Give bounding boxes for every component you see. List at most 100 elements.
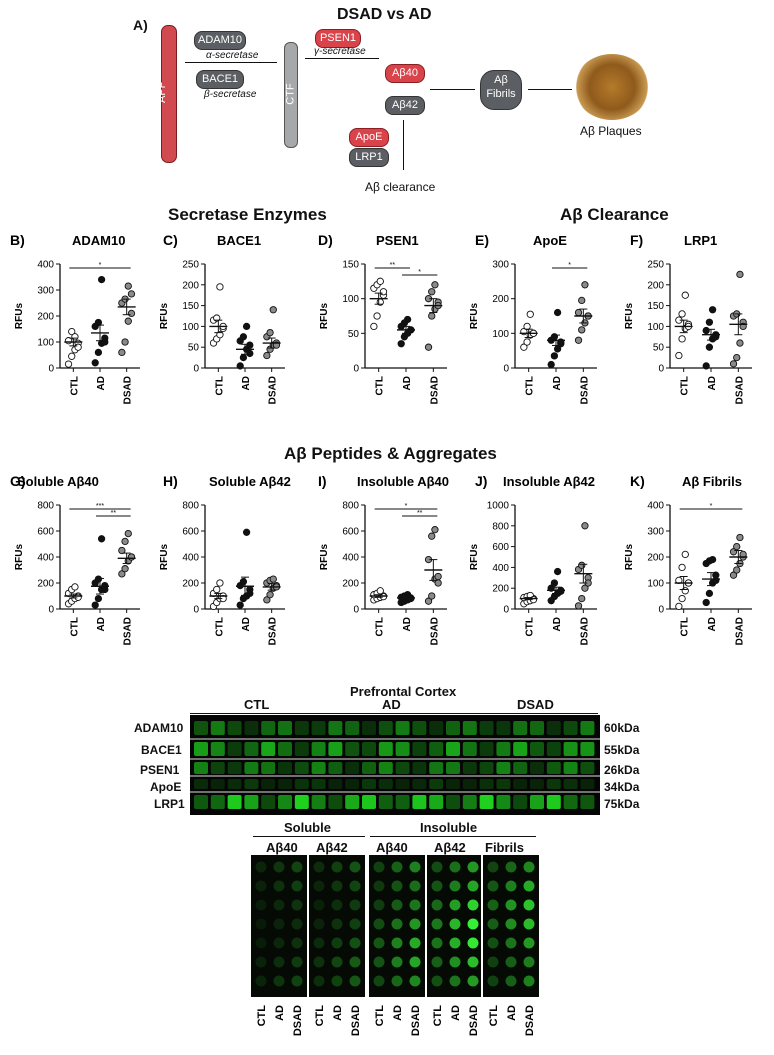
blot-band bbox=[496, 779, 511, 789]
y-tick-label: 150 bbox=[647, 301, 664, 312]
blot-band bbox=[462, 762, 477, 774]
data-point-ad bbox=[705, 318, 714, 326]
data-point-dsad bbox=[431, 281, 439, 289]
y-tick-label: 600 bbox=[182, 527, 199, 538]
dot-spot bbox=[409, 956, 421, 968]
blot-band bbox=[462, 795, 477, 809]
dot-lane-label: DSAD bbox=[410, 1005, 422, 1036]
dot-spot bbox=[467, 956, 479, 968]
dot-lane-label: CTL bbox=[374, 1005, 386, 1027]
dot-spot bbox=[373, 861, 385, 873]
dot-spot bbox=[291, 899, 303, 911]
blot-band bbox=[362, 779, 376, 789]
panel-label: B) bbox=[10, 232, 25, 248]
dot-spot bbox=[523, 937, 535, 949]
dot-spot bbox=[313, 956, 325, 968]
dot-spot bbox=[331, 937, 343, 949]
data-point-dsad bbox=[574, 602, 583, 610]
dot-header-1: Aβ42 bbox=[316, 840, 348, 855]
dot-spot bbox=[313, 861, 325, 873]
data-point-ad bbox=[94, 594, 103, 603]
data-point-dsad bbox=[266, 591, 274, 599]
dot-spot bbox=[409, 975, 421, 987]
x-tick-label: DSAD bbox=[429, 376, 440, 404]
chart-title: PSEN1 bbox=[376, 233, 419, 248]
data-point-ctl bbox=[71, 583, 79, 591]
data-point-dsad bbox=[127, 553, 136, 561]
dot-spot bbox=[487, 899, 499, 911]
blot-band bbox=[530, 795, 544, 809]
y-tick-label: 0 bbox=[193, 364, 199, 375]
y-tick-label: 1000 bbox=[487, 501, 510, 512]
panel-label: J) bbox=[475, 473, 487, 489]
x-tick-label: DSAD bbox=[268, 376, 279, 404]
dot-spot bbox=[349, 918, 361, 930]
dot-spot bbox=[391, 956, 403, 968]
x-tick-label: CTL bbox=[69, 376, 80, 395]
chart-title: ApoE bbox=[533, 233, 567, 248]
y-tick-label: 100 bbox=[647, 322, 664, 333]
data-point-dsad bbox=[736, 339, 744, 347]
dot-spot bbox=[467, 899, 479, 911]
bace1-pill: BACE1 bbox=[196, 70, 244, 89]
blot-band bbox=[513, 779, 528, 789]
panel-label: C) bbox=[163, 232, 178, 248]
dot-panel-0 bbox=[251, 855, 307, 997]
blot-band bbox=[378, 721, 393, 735]
y-tick-label: 300 bbox=[37, 286, 54, 297]
dot-spot bbox=[391, 861, 403, 873]
section-title-secretase: Secretase Enzymes bbox=[168, 205, 327, 224]
data-point-dsad bbox=[736, 533, 744, 542]
dot-spot bbox=[313, 937, 325, 949]
data-point-ad bbox=[242, 528, 251, 536]
data-point-ad bbox=[239, 333, 248, 341]
y-tick-label: 200 bbox=[182, 579, 199, 590]
blot-band bbox=[563, 762, 578, 774]
chart-title: Insoluble Aβ40 bbox=[357, 474, 449, 489]
data-point-ad bbox=[94, 348, 103, 357]
y-tick-label: 250 bbox=[182, 260, 199, 271]
dot-spot bbox=[391, 899, 403, 911]
blot-band bbox=[513, 762, 528, 774]
blot-band bbox=[311, 795, 326, 809]
beta-secretase-label: β-secretase bbox=[204, 89, 257, 100]
dot-spot bbox=[255, 861, 267, 873]
section-title-peptides: Aβ Peptides & Aggregates bbox=[284, 444, 497, 463]
arrow-ab-fibrils bbox=[430, 89, 475, 90]
blot-band bbox=[563, 779, 578, 789]
adam10-pill: ADAM10 bbox=[194, 31, 246, 50]
blot-band bbox=[294, 779, 309, 789]
blot-band bbox=[546, 762, 561, 774]
blot-band bbox=[429, 721, 444, 735]
blot-band bbox=[378, 779, 393, 789]
significance-label: * bbox=[568, 262, 571, 269]
data-point-ad bbox=[91, 601, 99, 609]
dot-lane-label: CTL bbox=[256, 1005, 268, 1027]
significance-label: * bbox=[418, 269, 421, 276]
data-point-ad bbox=[550, 333, 559, 341]
y-tick-label: 200 bbox=[37, 579, 54, 590]
data-point-dsad bbox=[428, 288, 436, 296]
data-point-ad bbox=[101, 338, 109, 346]
significance-label: * bbox=[405, 503, 408, 510]
dot-insoluble-rule bbox=[370, 836, 536, 837]
dot-spot bbox=[373, 899, 385, 911]
blot-band bbox=[345, 721, 360, 735]
dot-spot bbox=[331, 880, 343, 892]
blot-band bbox=[278, 721, 292, 735]
y-tick-label: 200 bbox=[37, 312, 54, 323]
panel-label: I) bbox=[318, 473, 327, 489]
y-axis-label: RFUs bbox=[159, 544, 170, 571]
dot-spot bbox=[409, 899, 421, 911]
data-point-dsad bbox=[581, 281, 589, 289]
blot-band bbox=[227, 742, 242, 756]
x-tick-label: DSAD bbox=[579, 617, 590, 645]
blot-band bbox=[580, 762, 595, 774]
y-axis-label: RFUs bbox=[469, 544, 480, 571]
western-group-dsad: DSAD bbox=[517, 697, 554, 712]
data-point-ad bbox=[708, 555, 717, 564]
data-point-dsad bbox=[269, 306, 277, 314]
blot-band bbox=[580, 779, 595, 789]
y-tick-label: 400 bbox=[37, 553, 54, 564]
